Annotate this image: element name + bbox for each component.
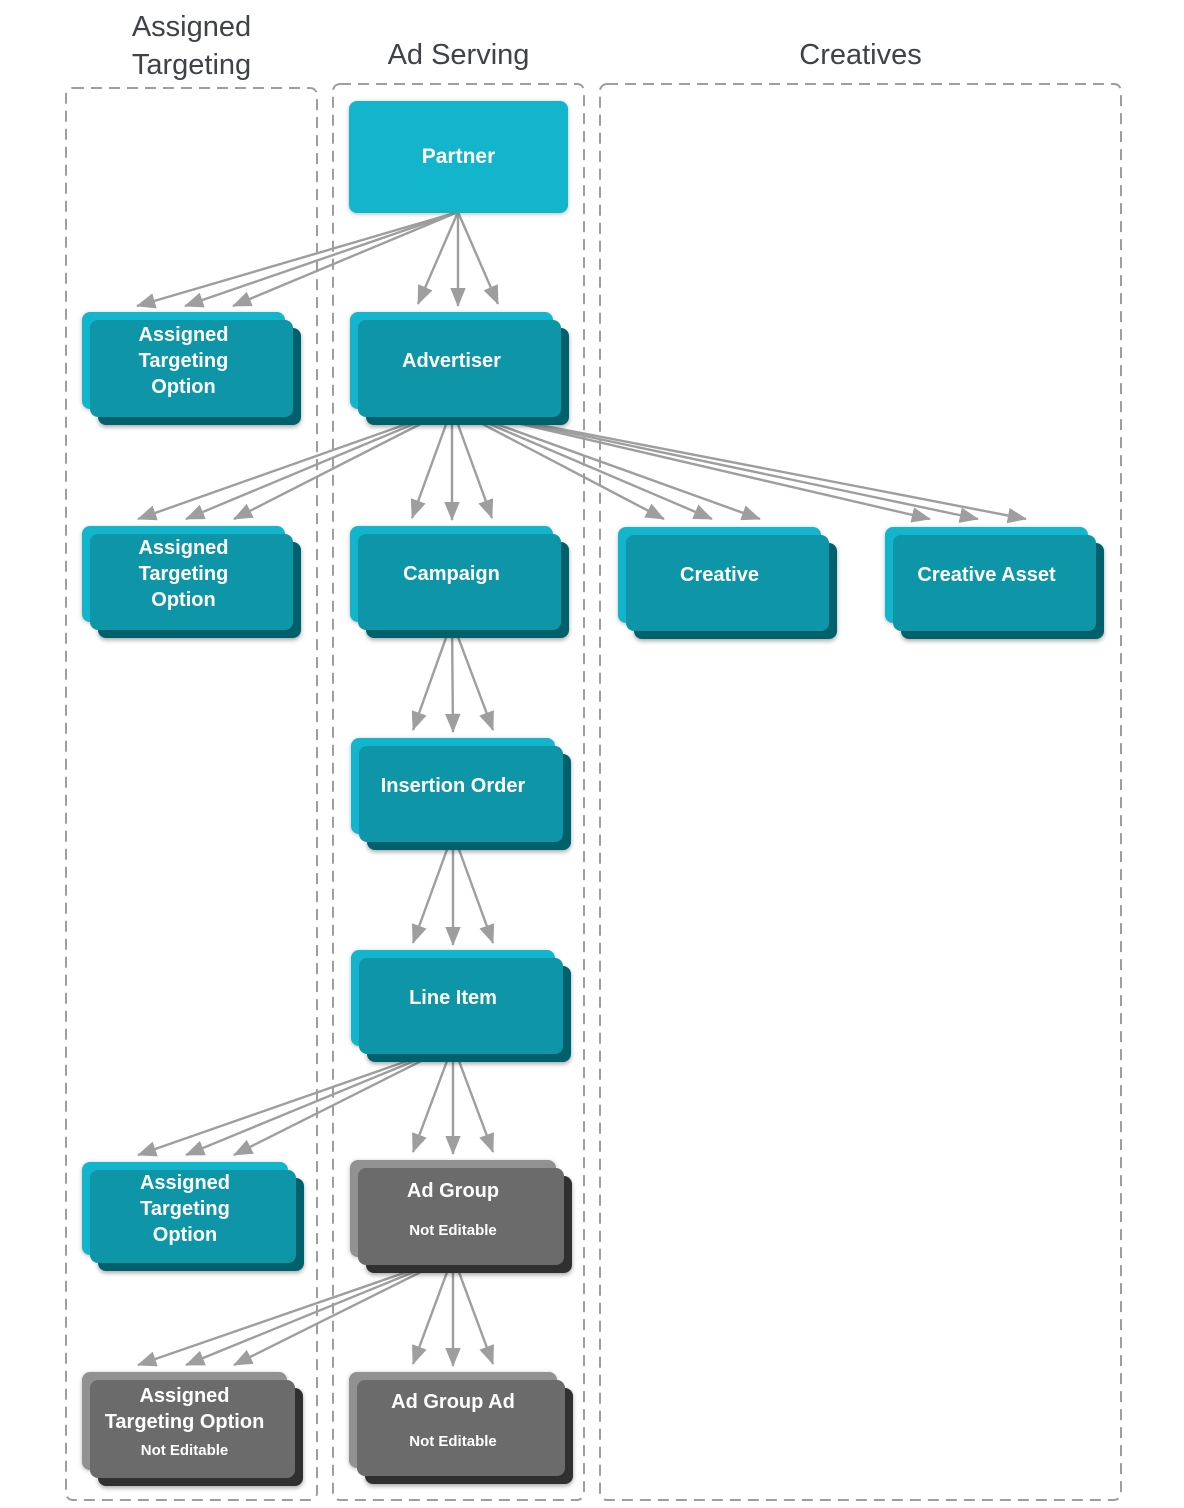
arrow-insertion_order-to-line_item [411, 832, 455, 944]
node-label: Campaign [403, 563, 500, 585]
arrow-advertiser-to-campaign [410, 407, 454, 519]
node-label: Creative Asset [917, 564, 1056, 586]
node-partner: Partner [349, 101, 568, 213]
node-label: Ad Group [406, 1179, 500, 1202]
node-creative: Creative [618, 527, 821, 623]
arrow-ad_group-to-ad_group_ad [451, 1255, 495, 1365]
node-assigned-targeting-option-advertiser: Assigned Targeting Option [82, 526, 285, 622]
node-assigned-targeting-option-line-item: Assigned Targeting Option [82, 1162, 288, 1255]
node-label: Insertion Order [380, 775, 526, 797]
arrow-ad_group-to-ato_ad_group [185, 1254, 454, 1367]
node-status-not-editable: Not Editable [140, 1441, 229, 1459]
relationship-arrows [136, 210, 1027, 1367]
arrow-advertiser-to-campaign [450, 407, 494, 519]
arrow-line_item-to-ato_line_item [137, 1043, 454, 1157]
arrow-partner-to-ato_partner [136, 210, 459, 309]
arrow-ad_group-to-ato_ad_group [137, 1254, 454, 1367]
arrow-ad_group-to-ato_ad_group [233, 1254, 454, 1367]
arrow-line_item-to-ad_group [451, 1044, 495, 1153]
arrow-ad_group-to-ad_group_ad [411, 1255, 455, 1365]
node-campaign: Campaign [350, 526, 553, 622]
arrow-advertiser-to-creative_asset [451, 406, 931, 523]
arrow-insertion_order-to-line_item [451, 832, 495, 944]
arrow-campaign-to-insertion_order [445, 620, 461, 733]
column-ad-serving [332, 83, 585, 1501]
node-insertion-order: Insertion Order [351, 738, 555, 834]
node-label: Partner [421, 145, 496, 168]
arrow-advertiser-to-ato_advertiser [185, 406, 453, 521]
header-ad-serving: Ad Serving [387, 39, 530, 71]
arrow-partner-to-advertiser [416, 211, 460, 305]
node-advertiser: Advertiser [350, 312, 553, 409]
node-status-not-editable: Not Editable [409, 1433, 497, 1450]
node-label: Assigned Targeting Option [139, 1171, 231, 1246]
node-label: Advertiser [402, 349, 501, 372]
arrow-advertiser-to-creative [451, 406, 761, 521]
node-creative-asset: Creative Asset [885, 527, 1088, 623]
column-assigned-targeting [65, 87, 318, 1501]
arrow-line_item-to-ad_group [411, 1044, 455, 1153]
arrow-advertiser-to-creative_asset [451, 406, 979, 523]
node-assigned-targeting-option-ad-group: Assigned Targeting Option Not Editable [82, 1372, 287, 1470]
arrow-partner-to-ato_partner [232, 210, 459, 308]
arrow-partner-to-ato_partner [184, 210, 459, 308]
node-label: Assigned Targeting Option [138, 537, 229, 611]
node-line-item: Line Item [351, 950, 555, 1046]
arrow-campaign-to-insertion_order [450, 620, 495, 731]
node-label: Assigned Targeting Option [104, 1384, 265, 1433]
column-creatives [599, 83, 1122, 1501]
arrow-advertiser-to-ato_advertiser [137, 406, 453, 521]
arrow-line_item-to-ato_line_item [233, 1043, 454, 1157]
node-status-not-editable: Not Editable [409, 1221, 497, 1239]
node-assigned-targeting-option-partner: Assigned Targeting Option [82, 312, 285, 409]
header-assigned-targeting: Assigned Targeting [131, 11, 252, 81]
node-label: Line Item [409, 987, 497, 1009]
node-ad-group: Ad Group Not Editable [350, 1160, 556, 1257]
node-label: Creative [680, 564, 759, 586]
arrow-advertiser-to-creative [451, 406, 713, 521]
node-ad-group-ad: Ad Group Ad Not Editable [349, 1372, 557, 1468]
arrow-line_item-to-ato_line_item [185, 1043, 454, 1157]
arrow-advertiser-to-ato_advertiser [233, 406, 453, 521]
arrow-campaign-to-insertion_order [411, 620, 454, 731]
arrow-advertiser-to-creative [451, 406, 665, 521]
arrow-advertiser-to-creative_asset [451, 406, 1027, 524]
header-creatives: Creatives [799, 39, 922, 71]
node-label: Assigned Targeting Option [138, 323, 229, 398]
node-label: Ad Group Ad [391, 1391, 515, 1413]
arrow-partner-to-advertiser [456, 211, 500, 305]
